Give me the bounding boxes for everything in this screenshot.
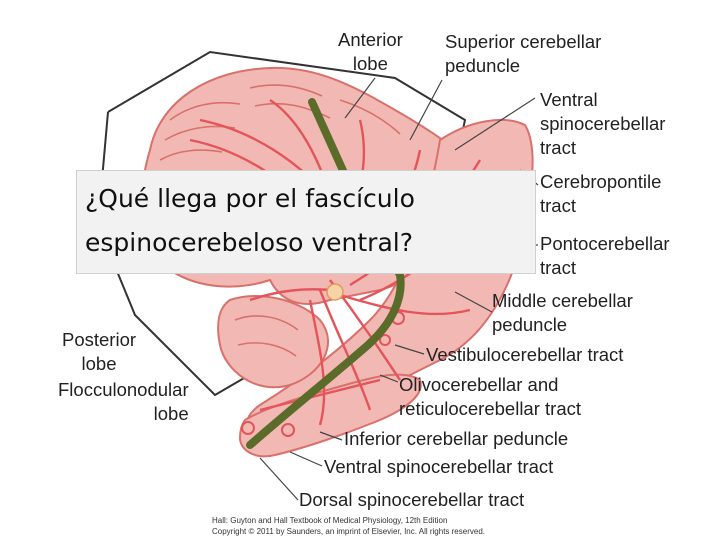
folium xyxy=(169,101,241,121)
tract-line xyxy=(249,288,331,302)
question-line: ¿Qué llega por el fascículo xyxy=(85,184,415,213)
middle-peduncle-label: Middle cerebellar peduncle xyxy=(492,289,633,337)
leader-line xyxy=(409,79,443,141)
label-line: Olivocerebellar and xyxy=(399,374,559,395)
credit-line: Hall: Guyton and Hall Textbook of Medica… xyxy=(212,516,448,525)
tract-line xyxy=(339,293,471,316)
label-line: spinocerebellar xyxy=(540,113,666,134)
label-line: tract xyxy=(540,257,576,278)
label-line: Middle cerebellar xyxy=(492,290,633,311)
label-line: tract xyxy=(540,137,576,158)
leader-line xyxy=(379,374,399,383)
leader-line xyxy=(394,344,425,355)
ventral-tract-top-label: Ventral spinocerebellar tract xyxy=(540,88,665,160)
label-line: Cerebropontile xyxy=(540,171,662,192)
label-line: Superior cerebellar xyxy=(445,31,602,52)
superior-peduncle-label: Superior cerebellar peduncle xyxy=(445,30,601,78)
leader-line xyxy=(344,77,376,119)
tract-line xyxy=(308,299,326,426)
label-line: Pontocerebellar xyxy=(540,233,670,254)
ventral-tract-bottom-label: Ventral spinocerebellar tract xyxy=(324,456,554,477)
olivocerebellar-label: Olivocerebellar and reticulocerebellar t… xyxy=(399,373,581,421)
label-line: reticulocerebellar tract xyxy=(399,398,581,419)
label-line: Flocculonodular xyxy=(58,379,189,400)
credit-line: Copyright © 2011 by Saunders, an imprint… xyxy=(212,527,485,536)
vestibulocerebellar-label: Vestibulocerebellar tract xyxy=(426,344,624,365)
label-line: lobe xyxy=(81,353,117,374)
olive-loop xyxy=(379,334,391,346)
label-line: peduncle xyxy=(445,55,521,76)
nucleus-loop xyxy=(241,421,255,435)
folium xyxy=(339,99,401,135)
posterior-lobe-label: Posterior lobe xyxy=(62,328,136,376)
leader-line xyxy=(259,457,299,501)
tract-line xyxy=(259,378,381,412)
folium xyxy=(159,149,223,161)
label-line: tract xyxy=(540,195,576,216)
dorsal-tract-label: Dorsal spinocerebellar tract xyxy=(299,489,525,510)
label-line: Posterior xyxy=(62,329,137,350)
cerebropontile-label: Cerebropontile tract xyxy=(540,170,661,218)
leader-line xyxy=(454,97,536,151)
question-box: ¿Qué llega por el fascículo espinocerebe… xyxy=(76,170,536,274)
question-line: espinocerebeloso ventral? xyxy=(85,228,413,257)
folium xyxy=(234,315,299,331)
image-credit: Hall: Guyton and Hall Textbook of Medica… xyxy=(212,515,485,537)
flocculonodular-region xyxy=(217,295,330,389)
junction-spot xyxy=(326,283,344,301)
label-line: Ventral xyxy=(540,89,598,110)
leader-line xyxy=(289,451,323,467)
label-line: lobe xyxy=(352,53,388,74)
label-line: lobe xyxy=(153,403,189,424)
anterior-lobe-label: Anterior lobe xyxy=(338,28,403,76)
nucleus-loop xyxy=(281,423,295,437)
label-line: Anterior xyxy=(338,29,403,50)
folium xyxy=(254,102,331,119)
label-line: peduncle xyxy=(492,314,568,335)
flocculonodular-lobe-label: Flocculonodular lobe xyxy=(58,378,189,426)
folium xyxy=(237,342,297,357)
folium xyxy=(249,84,323,97)
leader-line xyxy=(319,431,343,441)
inferior-peduncle-label: Inferior cerebellar peduncle xyxy=(344,428,569,449)
pontocerebellar-label: Pontocerebellar tract xyxy=(540,232,670,280)
leader-line xyxy=(454,291,493,313)
